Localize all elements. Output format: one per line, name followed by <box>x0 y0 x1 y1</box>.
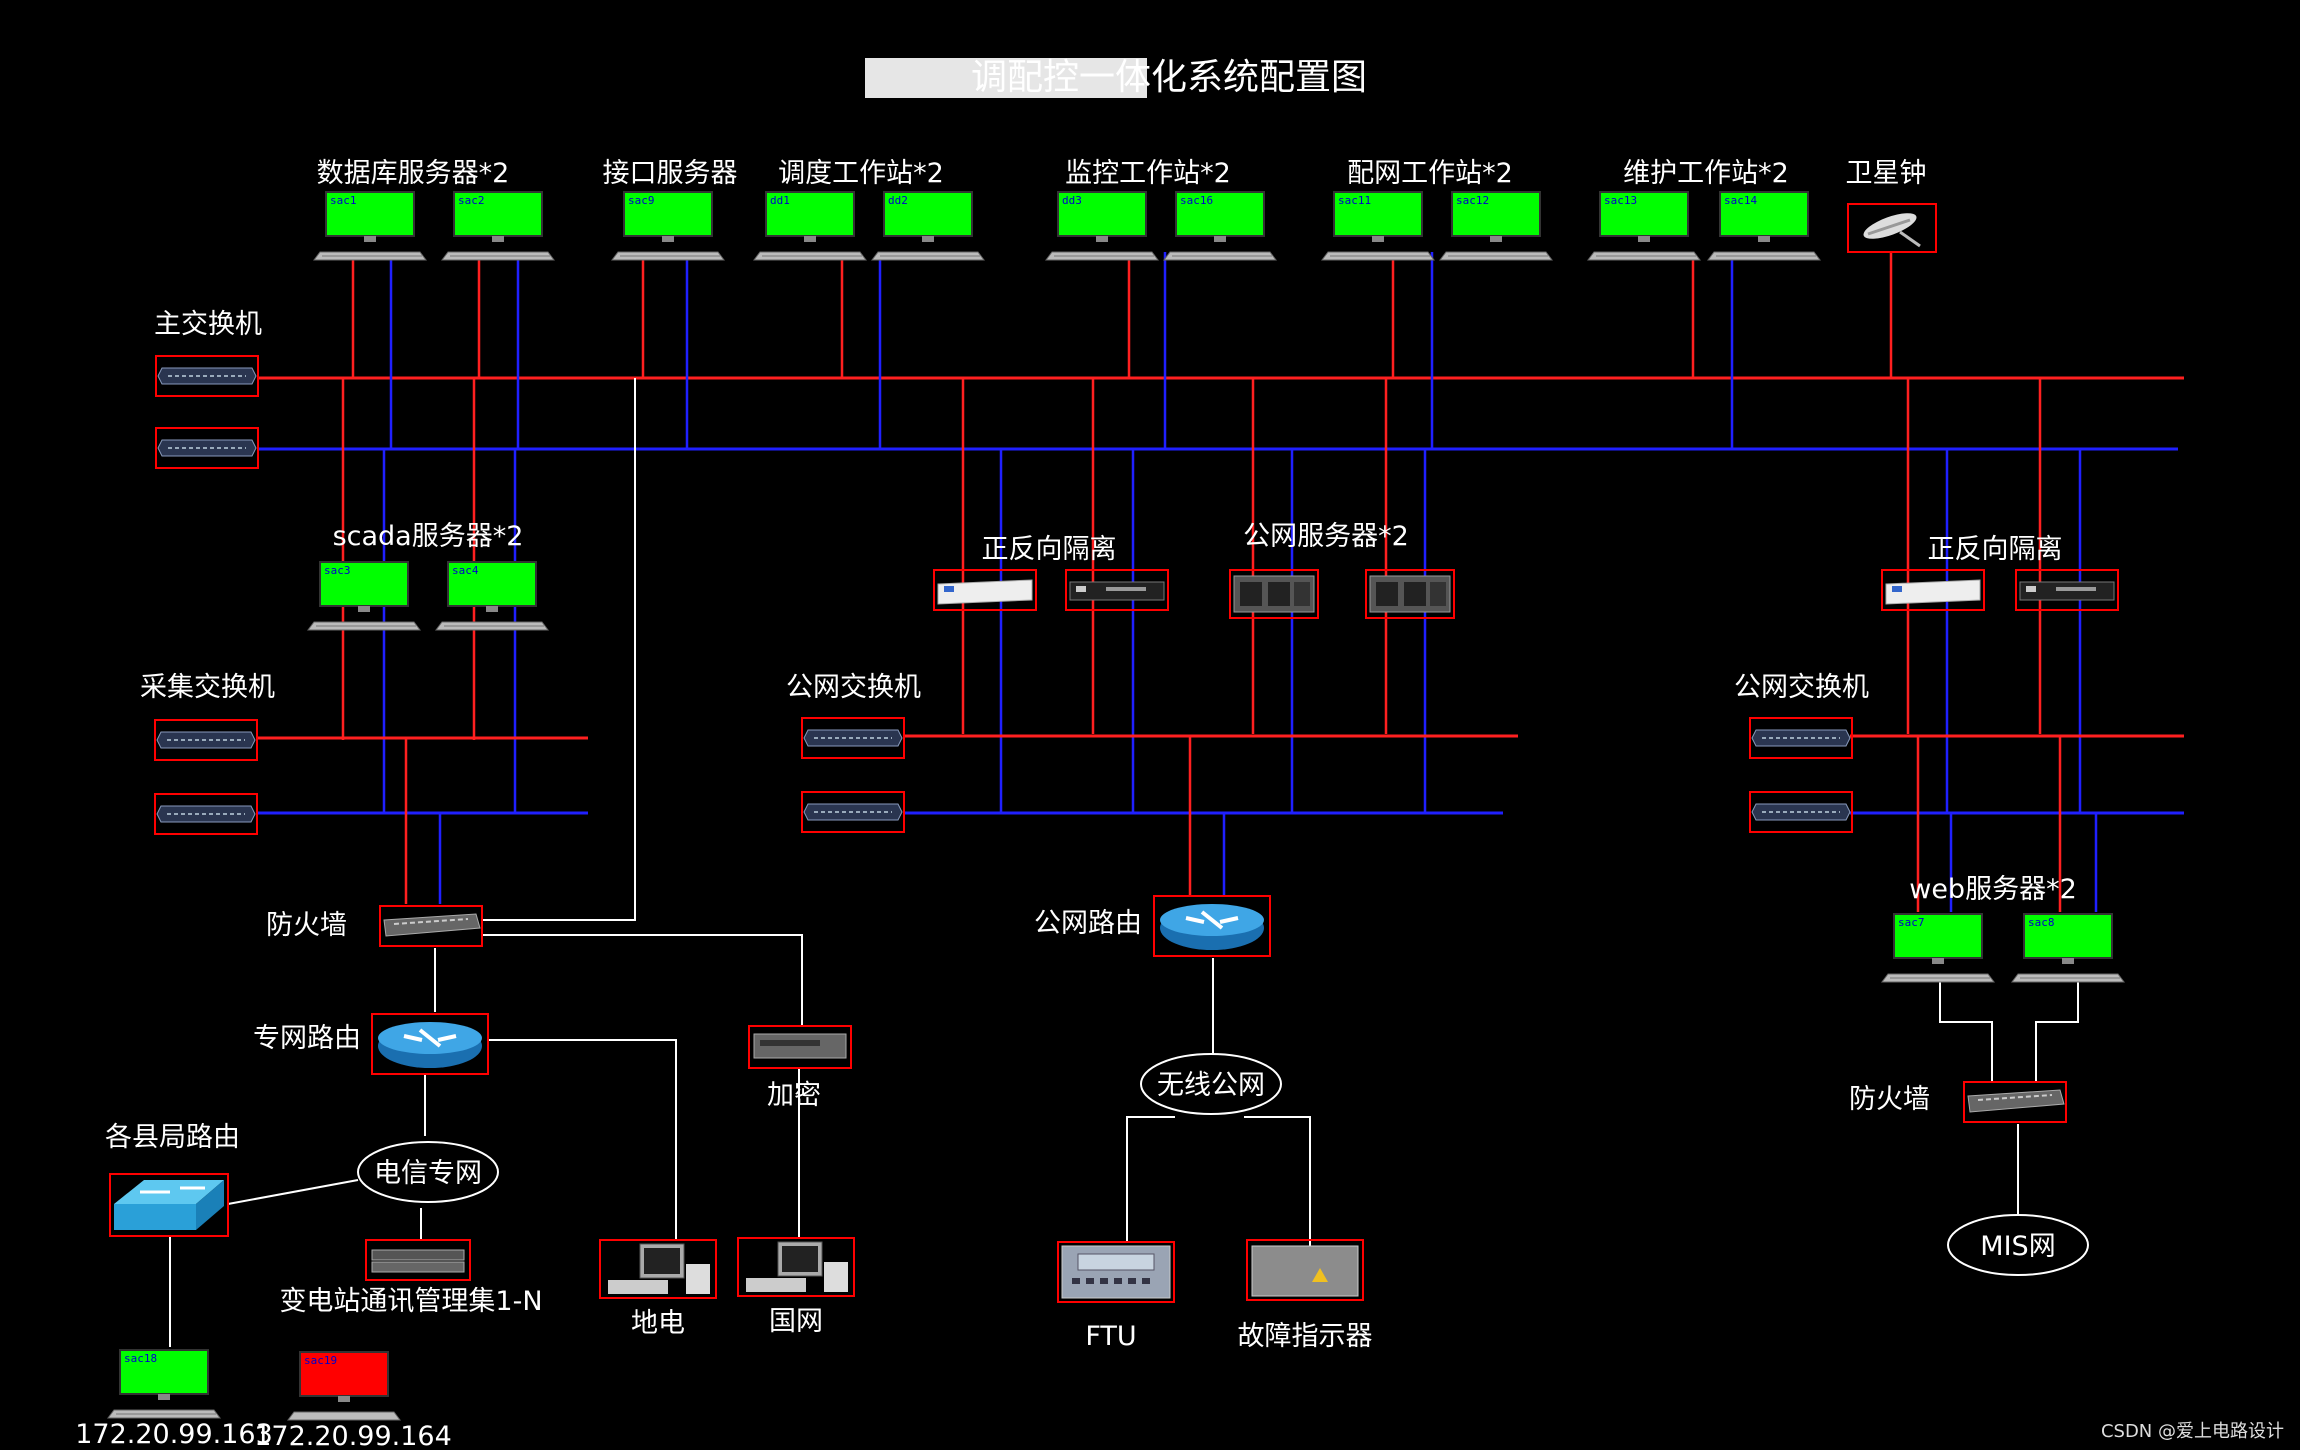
wireless-cloud: 无线公网 <box>1140 1053 1282 1115</box>
screen-label: sac7 <box>1898 916 1925 929</box>
label-ip1: 172.20.99.163 <box>75 1419 273 1450</box>
screen-label: sac2 <box>458 194 485 207</box>
label-pub-switch-right: 公网交换机 <box>1734 672 1869 703</box>
router-icon[interactable] <box>371 1013 489 1075</box>
label-guowang: 国网 <box>769 1306 823 1337</box>
label-dispatch-ws: 调度工作站*2 <box>778 158 944 189</box>
server-icon[interactable] <box>1365 569 1455 619</box>
switch-icon[interactable] <box>155 427 259 469</box>
label-db-servers: 数据库服务器*2 <box>317 158 510 189</box>
label-mis: MIS网 <box>1980 1231 2055 1262</box>
label-substation: 变电站通讯管理集1-N <box>279 1286 542 1317</box>
screen-label: sac8 <box>2028 916 2055 929</box>
screen-label: sac19 <box>304 1354 337 1367</box>
switch-icon[interactable] <box>154 793 258 835</box>
label-main-switch: 主交换机 <box>154 309 262 340</box>
screen-label: sac18 <box>124 1352 157 1365</box>
encryption-device-icon[interactable] <box>748 1025 852 1069</box>
switch-icon[interactable] <box>154 719 258 761</box>
label-ftu: FTU <box>1085 1321 1136 1352</box>
label-monitor-ws: 监控工作站*2 <box>1065 158 1231 189</box>
label-web-servers: web服务器*2 <box>1909 874 2077 905</box>
label-telecom: 电信专网 <box>374 1158 482 1189</box>
label-pub-switch-mid: 公网交换机 <box>786 672 921 703</box>
label-isolator-right: 正反向隔离 <box>1928 534 2063 565</box>
mis-cloud: MIS网 <box>1947 1214 2089 1276</box>
fault-indicator-icon[interactable] <box>1246 1239 1364 1301</box>
screen-label: dd2 <box>888 194 908 207</box>
screen-label: sac12 <box>1456 194 1489 207</box>
screen-label: sac14 <box>1724 194 1757 207</box>
screen-label: sac1 <box>330 194 357 207</box>
switch-icon[interactable] <box>1749 717 1853 759</box>
label-didian: 地电 <box>631 1308 685 1339</box>
label-wireless: 无线公网 <box>1157 1070 1265 1101</box>
label-fault-ind: 故障指示器 <box>1238 1321 1373 1352</box>
isolator-icon[interactable] <box>1065 569 1169 611</box>
firewall-icon[interactable] <box>379 905 483 947</box>
label-public-servers: 公网服务器*2 <box>1243 521 1409 552</box>
server-icon[interactable] <box>1229 569 1319 619</box>
telecom-cloud: 电信专网 <box>357 1141 499 1203</box>
switch-icon[interactable] <box>1749 791 1853 833</box>
screen-label: sac4 <box>452 564 479 577</box>
label-acq-switch: 采集交换机 <box>140 672 275 703</box>
desktop-pc-icon[interactable] <box>737 1237 855 1297</box>
label-ip2: 172.20.99.164 <box>254 1421 452 1450</box>
isolator-icon[interactable] <box>2015 569 2119 611</box>
isolator-icon[interactable] <box>933 569 1037 611</box>
watermark: CSDN @爱上电路设计 <box>2101 1421 2284 1442</box>
comm-manager-icon[interactable] <box>365 1239 471 1281</box>
firewall-icon[interactable] <box>1963 1081 2067 1123</box>
main-bus <box>258 376 2184 451</box>
top-drops <box>351 252 1893 449</box>
switch-icon[interactable] <box>801 791 905 833</box>
desktop-pc-icon[interactable] <box>599 1239 717 1299</box>
screen-label: sac13 <box>1604 194 1637 207</box>
label-scada-servers: scada服务器*2 <box>333 521 524 552</box>
router-icon[interactable] <box>109 1173 229 1237</box>
switch-icon[interactable] <box>155 355 259 397</box>
label-pub-router: 公网路由 <box>1034 908 1142 939</box>
label-iface-server: 接口服务器 <box>603 158 738 189</box>
mid-drops <box>341 378 2082 812</box>
switch-icon[interactable] <box>801 717 905 759</box>
screen-label: sac11 <box>1338 194 1371 207</box>
screen-label: sac9 <box>628 194 655 207</box>
label-sat-clock: 卫星钟 <box>1846 158 1927 189</box>
screen-label: sac3 <box>324 564 351 577</box>
label-county-router: 各县局路由 <box>105 1122 240 1153</box>
screen-label: dd1 <box>770 194 790 207</box>
white-links <box>169 378 2079 1347</box>
label-firewall-left: 防火墙 <box>266 910 347 941</box>
label-firewall-right: 防火墙 <box>1849 1084 1930 1115</box>
label-maint-ws: 维护工作站*2 <box>1623 158 1789 189</box>
label-encrypt: 加密 <box>767 1080 821 1111</box>
screen-label: sac16 <box>1180 194 1213 207</box>
router-icon[interactable] <box>1153 895 1271 957</box>
label-distnet-ws: 配网工作站*2 <box>1347 158 1513 189</box>
isolator-icon[interactable] <box>1881 569 1985 611</box>
label-isolator-mid: 正反向隔离 <box>982 534 1117 565</box>
screen-label: dd3 <box>1062 194 1082 207</box>
ftu-icon[interactable] <box>1057 1241 1175 1303</box>
satellite-icon[interactable] <box>1847 203 1937 253</box>
label-private-router: 专网路由 <box>253 1023 361 1054</box>
